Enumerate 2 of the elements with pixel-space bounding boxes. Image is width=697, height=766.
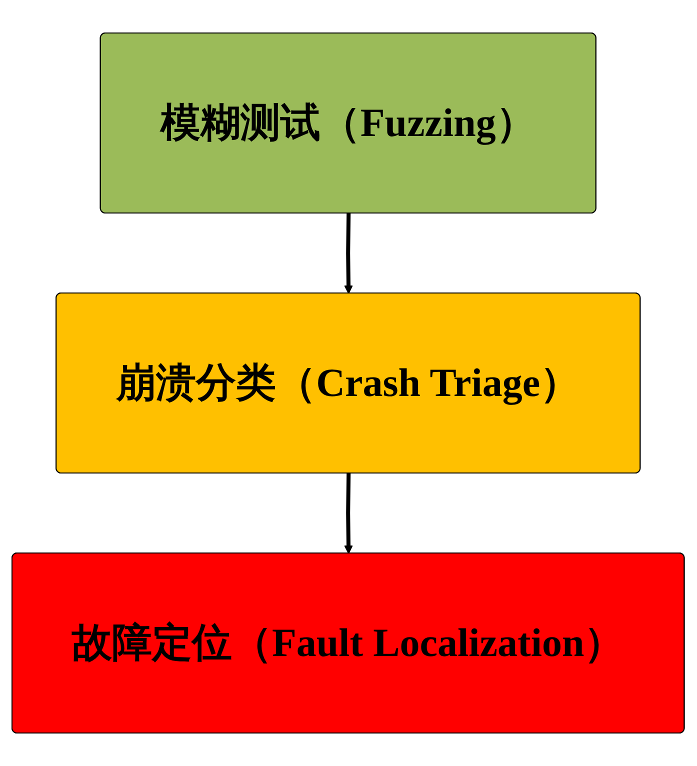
- arrow: [344, 213, 354, 294]
- arrow: [344, 473, 354, 554]
